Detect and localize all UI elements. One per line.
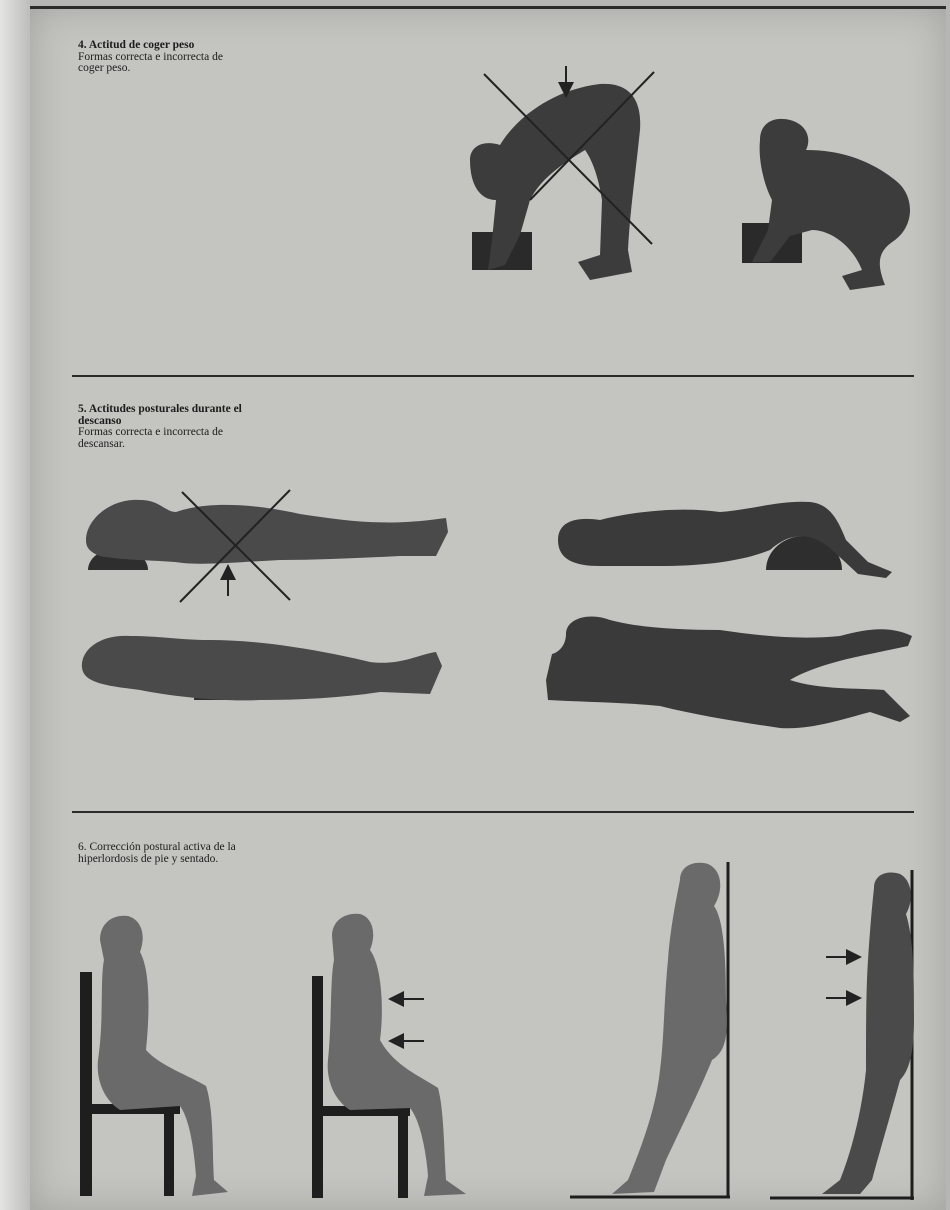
chair-leg xyxy=(398,1106,408,1198)
chair-leg xyxy=(164,1104,174,1196)
figure-lifting-incorrect xyxy=(470,66,654,280)
figure-rest-incorrect xyxy=(86,490,448,602)
lying-prone-figure xyxy=(546,616,912,728)
squatting-figure xyxy=(752,119,910,290)
figure-rest-correct-2 xyxy=(558,502,892,578)
figure-rest-prone xyxy=(546,616,912,728)
chair-back xyxy=(312,976,323,1198)
seated-figure xyxy=(98,916,228,1196)
lying-figure-knees-up xyxy=(558,502,892,578)
standing-figure xyxy=(822,873,914,1194)
lying-figure xyxy=(86,500,448,564)
figure-standing-relaxed xyxy=(570,862,730,1198)
standing-figure xyxy=(612,863,727,1194)
figure-seated-relaxed xyxy=(80,916,228,1196)
chair-back xyxy=(80,972,92,1196)
figure-standing-corrected xyxy=(770,870,914,1200)
figure-rest-correct-1 xyxy=(82,636,442,701)
figure-lifting-correct xyxy=(742,119,910,290)
lying-figure xyxy=(82,636,442,701)
figure-seated-corrected xyxy=(312,914,466,1198)
seated-figure xyxy=(328,914,466,1196)
